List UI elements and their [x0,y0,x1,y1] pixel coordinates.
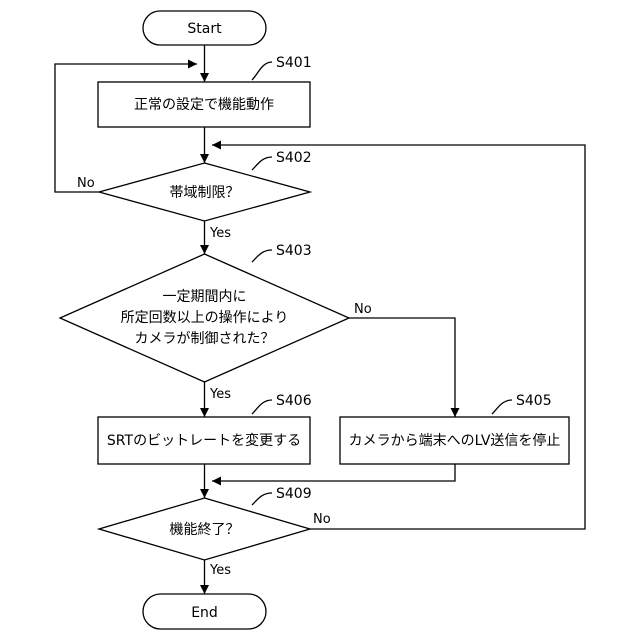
s406-leader [252,400,272,414]
s406-step-id: S406 [276,393,312,409]
s402-no-label: No [77,176,95,191]
s402-yes-label: Yes [209,226,231,241]
s409-step-id: S409 [276,486,312,502]
s406-label: SRTのビットレートを変更する [107,432,301,449]
s403-label-line-3: カメラが制御された？ [135,331,275,347]
s403-label-line-2: 所定回数以上の操作により [121,310,289,326]
s402-label: 帯域制限？ [170,185,240,201]
s402-step-id: S402 [276,150,312,166]
s401-label: 正常の設定で機能動作 [134,97,274,113]
edge-s403-no [349,318,455,417]
s403-no-label: No [354,302,372,317]
s405-leader [492,400,512,414]
s402-leader [252,157,272,170]
s409-no-label: No [313,512,331,527]
start-terminal: Start [143,11,266,45]
s403-yes-label: Yes [209,387,231,402]
s405-label: カメラから端末へのLV送信を停止 [349,432,561,449]
s401-step-id: S401 [276,55,312,71]
process-s406: SRTのビットレートを変更する [98,417,310,464]
s403-label-line-1: 一定期間内に [163,289,247,305]
edge-s405-merge [212,464,455,481]
process-s401: 正常の設定で機能動作 [98,82,310,127]
start-label: Start [187,21,222,37]
s405-step-id: S405 [516,393,552,409]
decision-s402: 帯域制限？ [99,163,310,221]
s409-yes-label: Yes [209,563,231,578]
s403-leader [252,250,272,262]
process-s405: カメラから端末へのLV送信を停止 [340,417,569,464]
s403-step-id: S403 [276,243,312,259]
s409-leader [252,493,272,505]
s401-leader [252,62,272,80]
decision-s403: 一定期間内に 所定回数以上の操作により カメラが制御された？ [60,254,349,382]
decision-s409: 機能終了？ [99,498,310,560]
end-terminal: End [143,594,266,629]
end-label: End [191,605,218,621]
s409-label: 機能終了？ [170,522,240,538]
